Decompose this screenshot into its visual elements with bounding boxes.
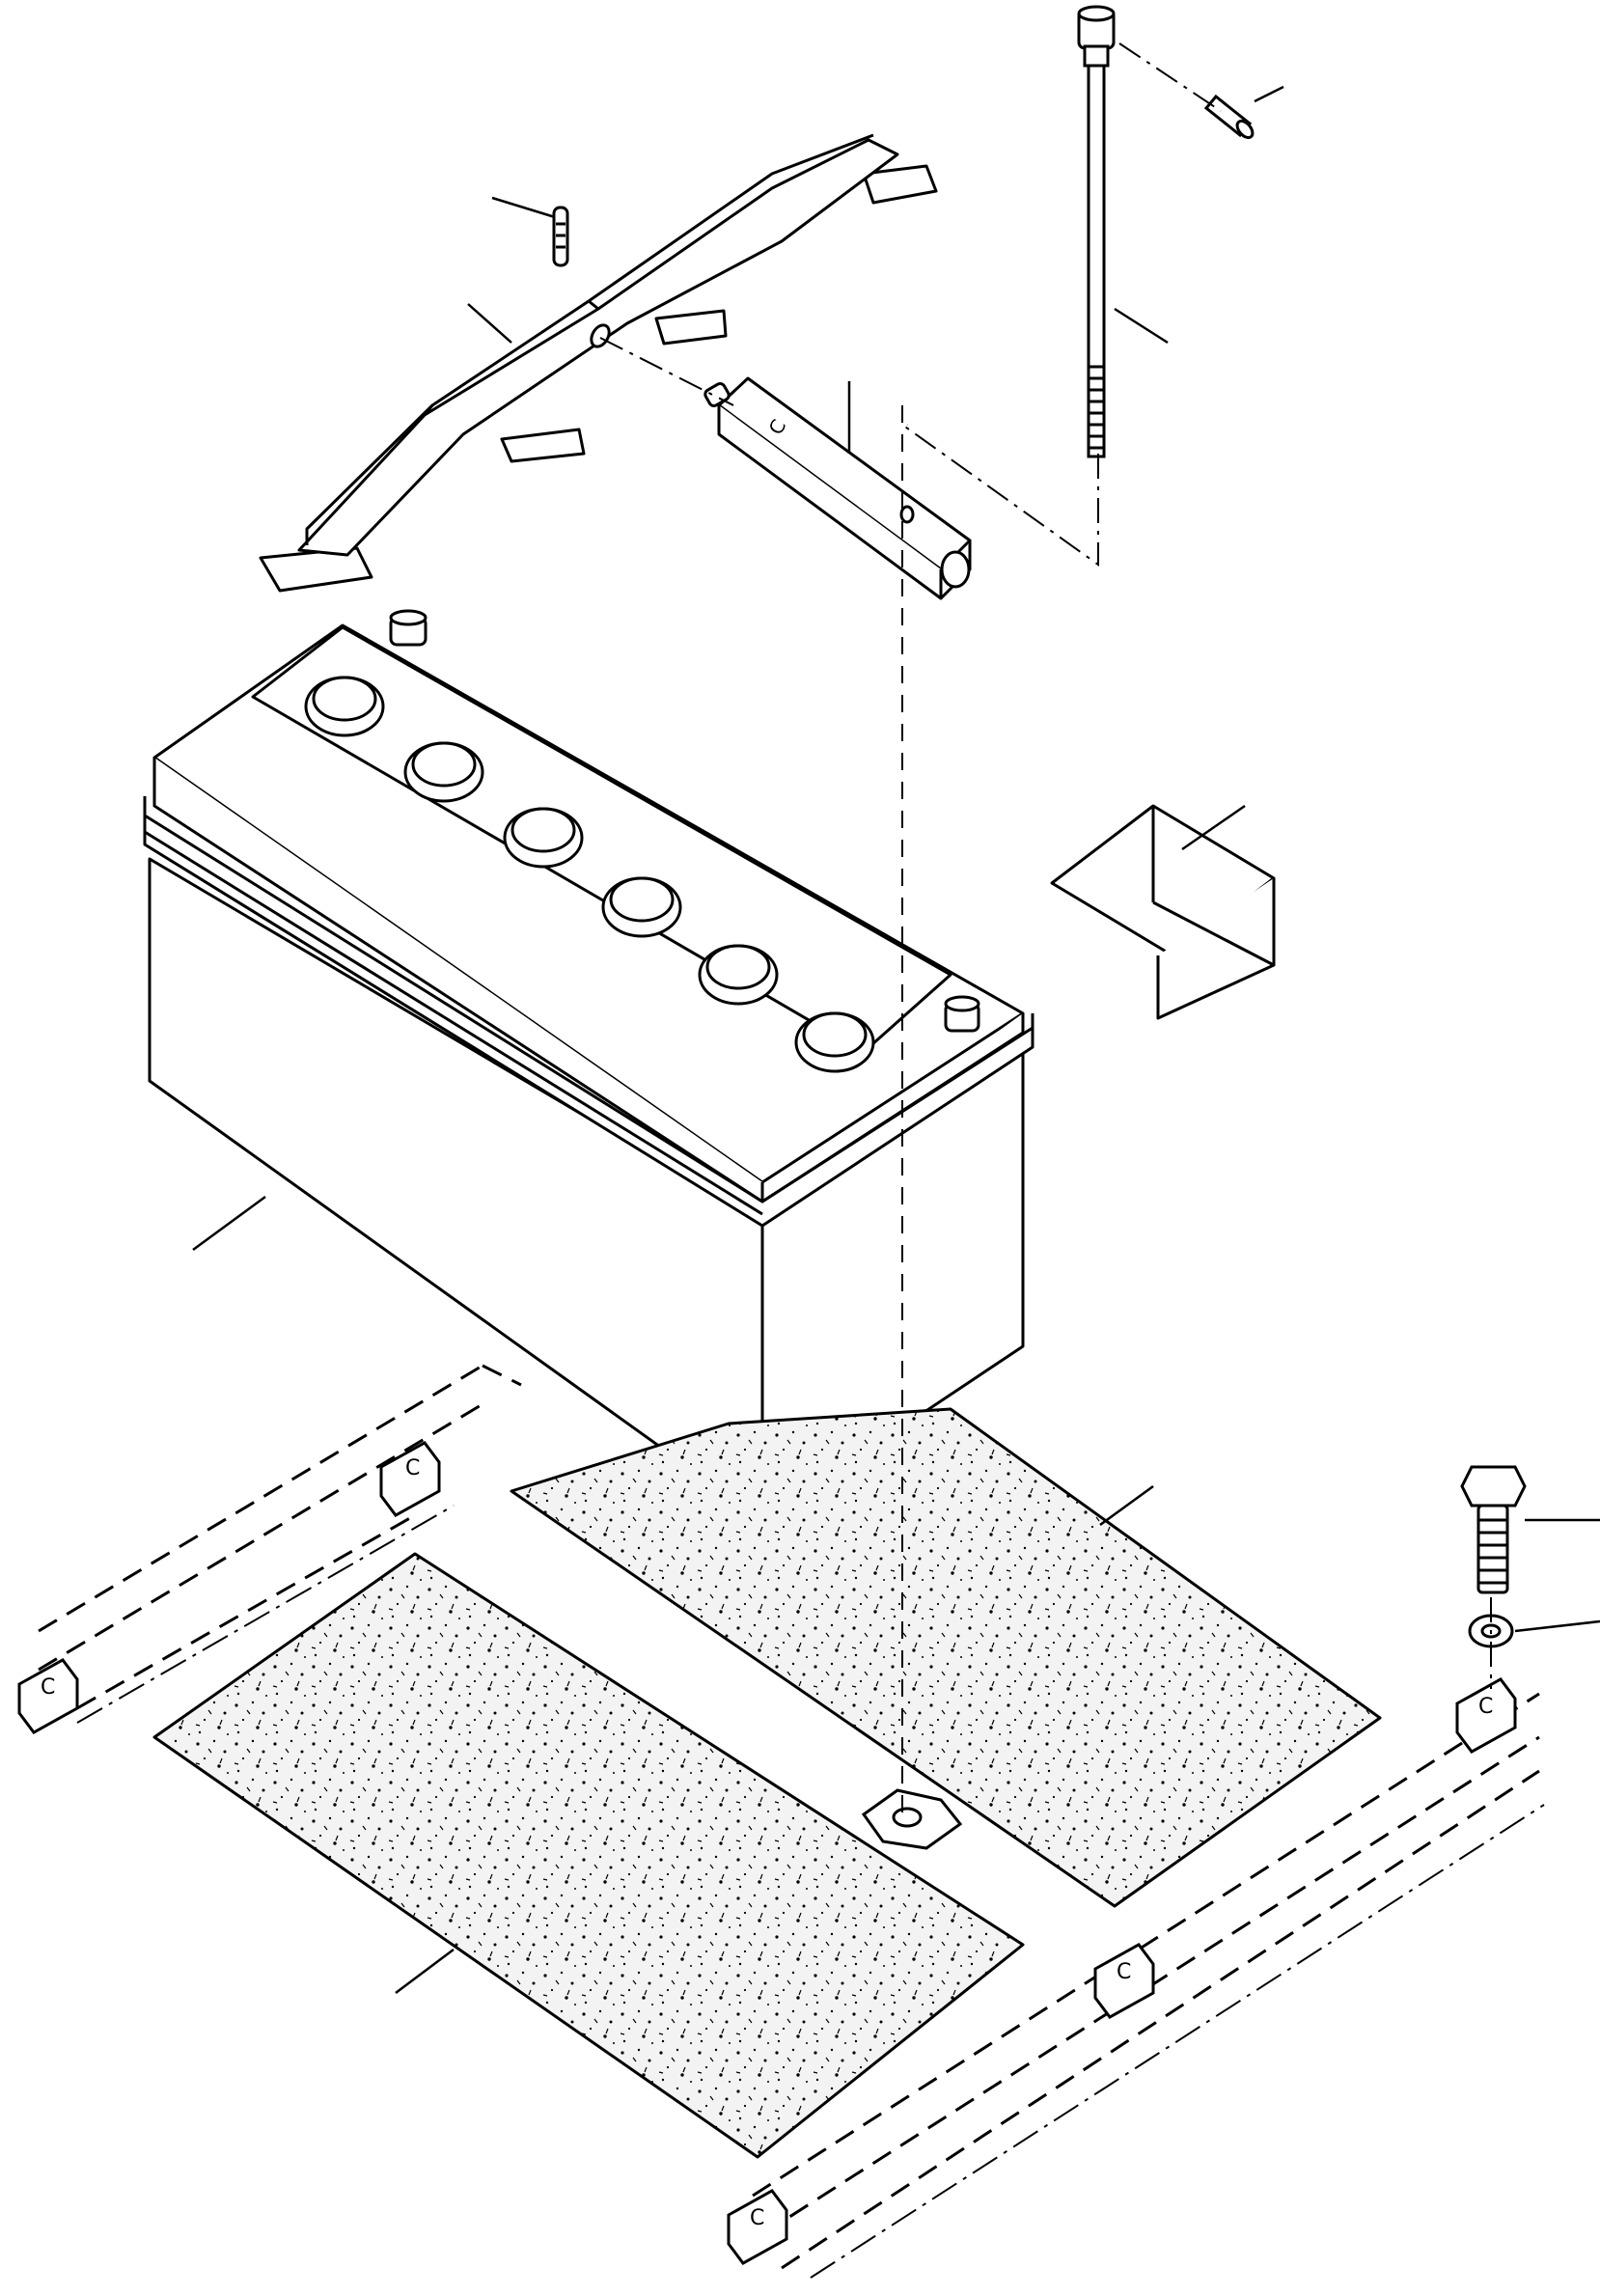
cotter-pin (1203, 94, 1255, 140)
hold-down-rod (1077, 5, 1116, 458)
assembly-lines-chain (599, 42, 1492, 1689)
cross-bar-block: C (703, 376, 972, 600)
frame-marker-label: C (750, 2206, 764, 2230)
frame-marker: C (379, 1441, 441, 1517)
pad-right (510, 1407, 1382, 1908)
battery (143, 609, 1034, 1522)
frame-marker-label: C (41, 1675, 55, 1700)
battery-pads (152, 1407, 1382, 2159)
leader-lines (192, 85, 1600, 1994)
frame-marker-label: C (1478, 1695, 1493, 1719)
frame-marker-label: C (1117, 1960, 1131, 1984)
hold-down-bracket (259, 133, 938, 593)
frame-center-line (76, 1505, 1545, 2279)
frame-marker: C (1455, 1677, 1517, 1754)
frame-bolt (1460, 1465, 1527, 1594)
frame-marker: C (1093, 1943, 1155, 2019)
pad-left (152, 1552, 1025, 2159)
terminal-cover (1050, 804, 1276, 1020)
battery-cell-caps (304, 676, 875, 1073)
frame-marker: C (727, 2189, 788, 2265)
frame-marker-label: C (405, 1456, 420, 1480)
frame-marker: C (17, 1658, 79, 1734)
locating-pin (552, 206, 569, 267)
frame-markers: C C C C C (17, 1441, 1517, 2265)
anchor-nut-plate (861, 1788, 963, 1850)
